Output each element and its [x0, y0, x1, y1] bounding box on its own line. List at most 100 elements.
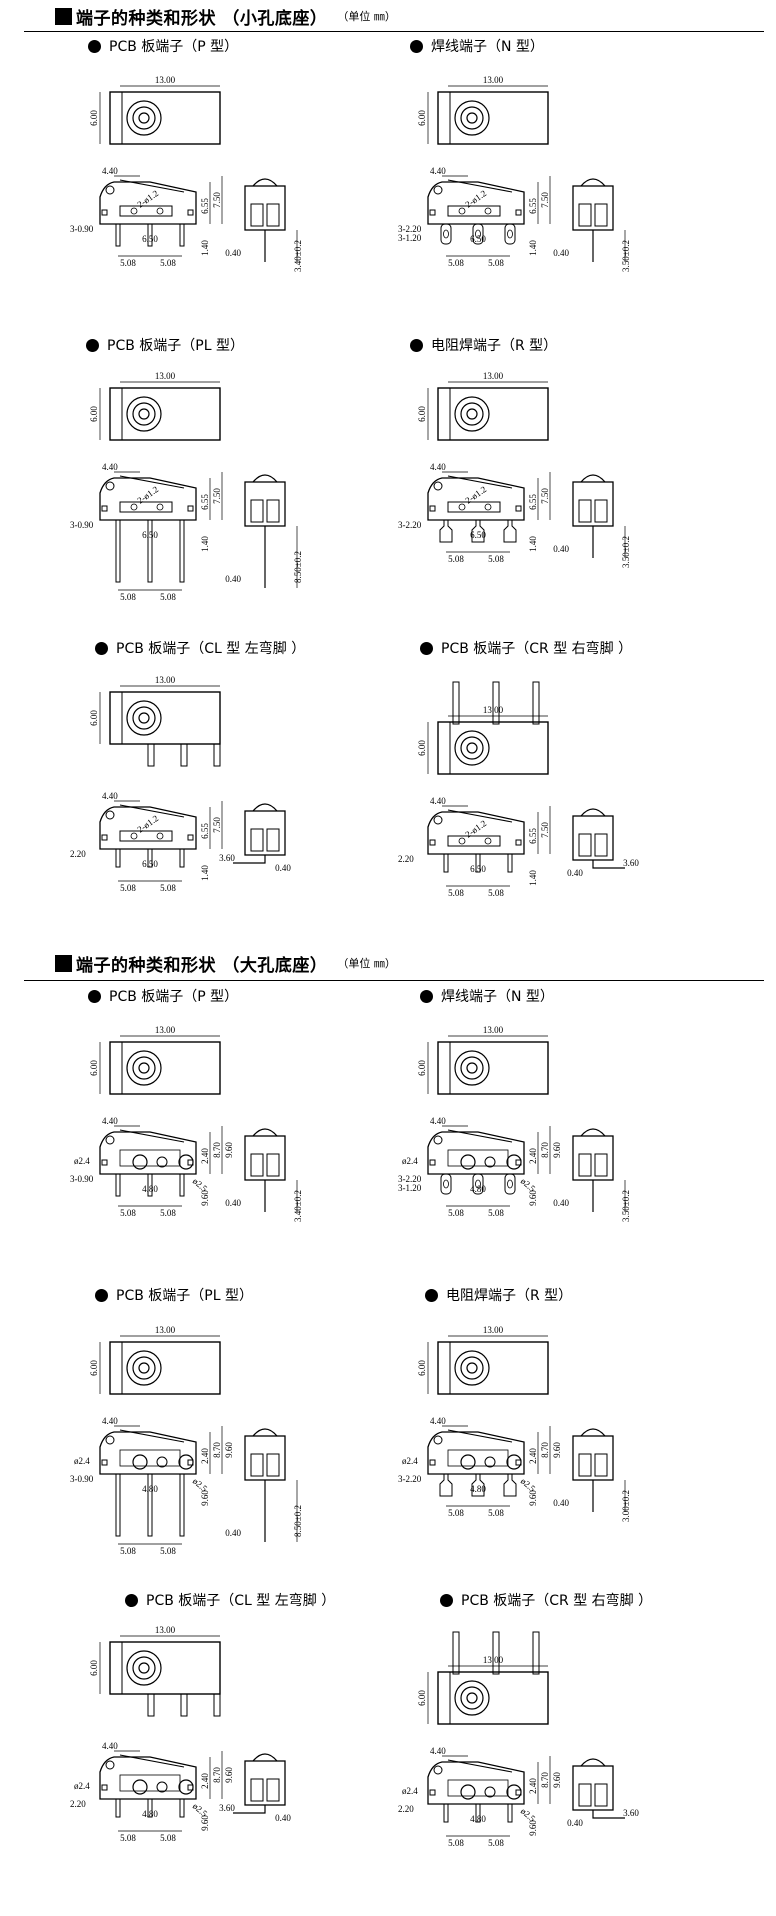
- g-dimension-label: 3-2.20: [398, 520, 422, 530]
- large-hole-left: [460, 1154, 476, 1170]
- side-view-body: [99, 477, 197, 521]
- side-view-body: [99, 181, 197, 225]
- actuator-ring: [460, 402, 484, 426]
- variant-label: 焊线端子（N 型）: [420, 986, 554, 1006]
- g-dimension-label: 3-0.90: [70, 1474, 94, 1484]
- side-view-body: [99, 1756, 197, 1800]
- width-dimension-label: 13.00: [155, 1025, 176, 1035]
- e-dimension-label: 0.40: [553, 248, 569, 258]
- mount-hole-circle: [433, 185, 443, 195]
- end-view-slot: [594, 833, 608, 857]
- width-dimension-label: 13.00: [483, 1655, 504, 1665]
- end-view-slot: [578, 833, 592, 857]
- actuator-ring: [132, 1656, 156, 1680]
- large-hole-left: [460, 1784, 476, 1800]
- mount-hole-circle: [105, 185, 115, 195]
- f-dimension-label: 3.50±0.2: [621, 536, 631, 568]
- height-dimension-label: 6.00: [89, 406, 99, 422]
- c-dimension-label: 7.50: [540, 192, 550, 208]
- d-dimension-label: 9.60: [528, 1190, 538, 1206]
- terminal-pin: [147, 848, 153, 868]
- pitch-dimension-label: 5.08: [448, 554, 464, 564]
- hole-diameter-label: ø2.4: [74, 1156, 90, 1166]
- base-plate: [447, 501, 501, 513]
- pitch-dimension-label: 5.08: [448, 1508, 464, 1518]
- solder-lug: [472, 223, 484, 245]
- height-dimension-label: 6.00: [417, 1690, 427, 1706]
- base-plate: [119, 501, 173, 513]
- end-view-actuator: [580, 1428, 606, 1437]
- actuator-outer-circle: [454, 100, 490, 136]
- c-dimension-label: 8.70: [212, 1767, 222, 1783]
- side-view-body: [427, 1131, 525, 1175]
- e-dimension-label: 0.40: [567, 1818, 583, 1828]
- resistance-weld-tab: [439, 519, 453, 543]
- terminal-pin: [179, 519, 185, 583]
- terminal-pin: [115, 1798, 121, 1818]
- end-view-slot: [594, 499, 608, 523]
- marker-square: [187, 505, 194, 512]
- end-view-slot: [594, 203, 608, 227]
- large-hole-left: [460, 1454, 476, 1470]
- terminal-pin: [179, 1473, 185, 1537]
- variant-label: PCB 板端子（CR 型 右弯脚 ）: [440, 1590, 652, 1610]
- d2-dimension-label: 9.60: [552, 1442, 562, 1458]
- section-title: 端子的种类和形状 （小孔底座）: [76, 8, 328, 29]
- marker-square: [429, 839, 436, 846]
- end-view-actuator: [580, 1128, 606, 1137]
- base-plate: [119, 205, 173, 217]
- s-dimension-label: 4.80: [470, 1484, 486, 1494]
- resistance-weld-tab: [503, 519, 517, 543]
- marker-square: [429, 1789, 436, 1796]
- pitch-dimension-label-2: 5.08: [488, 1508, 504, 1518]
- marker-square: [429, 209, 436, 216]
- actuator-center: [138, 1062, 150, 1074]
- base-plate: [447, 1779, 509, 1797]
- variant-label-text: 电阻焊端子（R 型）: [446, 1288, 573, 1304]
- variant-label-text: PCB 板端子（P 型）: [109, 39, 239, 55]
- actuator-center: [466, 408, 478, 420]
- g-dimension-label: 2.20: [70, 849, 86, 859]
- g-dimension-label: 3-0.90: [70, 520, 94, 530]
- pitch-dimension-label: 5.08: [120, 592, 136, 602]
- variant-label-text: PCB 板端子（CR 型 右弯脚 ）: [441, 641, 633, 657]
- end-view-slot: [578, 1783, 592, 1807]
- hole-diameter-label: ø2.4: [402, 1456, 418, 1466]
- base-plate: [119, 830, 173, 842]
- e-dimension-label: 0.40: [225, 1198, 241, 1208]
- actuator-outer-circle: [454, 396, 490, 432]
- a-dimension-label: 4.40: [102, 462, 118, 472]
- f-dimension-label: 3.50±0.2: [621, 240, 631, 272]
- actuator-outer-circle: [454, 730, 490, 766]
- actuator-ring: [132, 706, 156, 730]
- actuator-center: [138, 408, 150, 420]
- small-hole: [156, 832, 164, 840]
- actuator-outer-circle: [126, 700, 162, 736]
- d2-dimension-label: 9.60: [552, 1142, 562, 1158]
- variant-label: PCB 板端子（PL 型）: [95, 1285, 253, 1305]
- marker-square: [515, 1459, 522, 1466]
- variant-label-text: PCB 板端子（CR 型 右弯脚 ）: [461, 1593, 653, 1609]
- end-view-slot: [594, 1453, 608, 1477]
- a-dimension-label: 4.40: [430, 1116, 446, 1126]
- side-view-body: [99, 1131, 197, 1175]
- mount-hole-circle: [105, 481, 115, 491]
- width-dimension-label: 13.00: [483, 371, 504, 381]
- top-view-flange: [109, 691, 123, 745]
- variant-label: 焊线端子（N 型）: [410, 36, 544, 56]
- pitch-dimension-label-2: 5.08: [160, 1833, 176, 1843]
- f-dimension-label: 3.00±0.2: [621, 1490, 631, 1522]
- base-plate: [119, 1774, 181, 1792]
- s-dimension-label: 6.50: [470, 864, 486, 874]
- c-dimension-label: 8.70: [540, 1442, 550, 1458]
- hole-diameter-label: ø2.4: [74, 1781, 90, 1791]
- small-hole: [130, 503, 138, 511]
- b-dimension-label: 2.40: [200, 1148, 210, 1164]
